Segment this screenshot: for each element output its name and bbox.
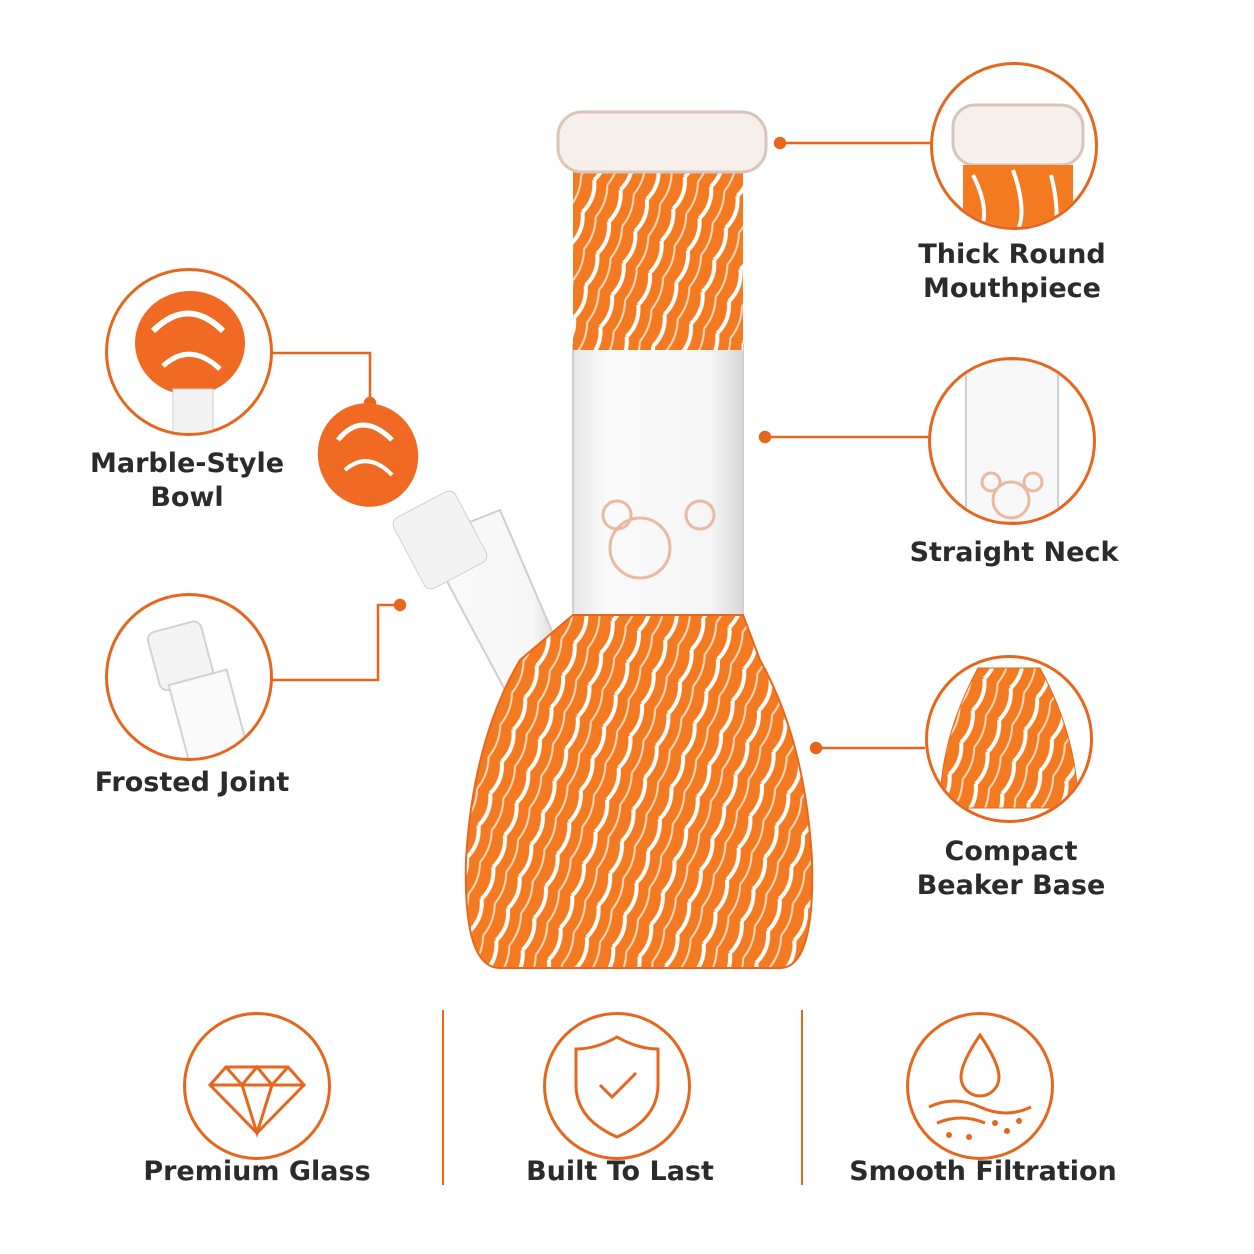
- neck-detail-image: [928, 357, 1096, 525]
- base-detail-image: [925, 655, 1093, 823]
- mouthpiece-label-line1: Thick Round: [918, 239, 1106, 270]
- base-label: Compact Beaker Base: [891, 835, 1131, 903]
- bowl-label-line2: Bowl: [150, 482, 224, 513]
- smooth-filtration-label: Smooth Filtration: [849, 1156, 1117, 1187]
- bowl-detail-image: [105, 268, 273, 436]
- smooth-filtration-badge: [906, 1012, 1054, 1160]
- built-to-last-badge: [543, 1012, 691, 1160]
- premium-glass-badge: [183, 1012, 331, 1160]
- diamond-icon: [207, 1064, 307, 1139]
- built-to-last-label: Built To Last: [526, 1156, 714, 1187]
- mouthpiece-label: Thick Round Mouthpiece: [892, 238, 1132, 306]
- neck-label: Straight Neck: [894, 536, 1134, 570]
- shield-check-icon: [574, 1035, 660, 1139]
- water-drop-icon: [928, 1032, 1032, 1140]
- bowl-label: Marble-Style Bowl: [67, 447, 307, 515]
- bowl-label-line1: Marble-Style: [89, 448, 285, 479]
- mouthpiece-label-line2: Mouthpiece: [923, 273, 1101, 304]
- mouthpiece-detail-image: [930, 62, 1098, 230]
- base-label-line1: Compact: [944, 836, 1078, 867]
- joint-label: Frosted Joint: [72, 766, 312, 800]
- joint-label-line1: Frosted Joint: [94, 767, 290, 798]
- feature-divider-2: [801, 1010, 803, 1185]
- joint-detail-image: [105, 593, 273, 761]
- base-label-line2: Beaker Base: [916, 870, 1106, 901]
- premium-glass-label: Premium Glass: [143, 1156, 371, 1187]
- neck-label-line1: Straight Neck: [909, 537, 1119, 568]
- feature-divider-1: [442, 1010, 444, 1185]
